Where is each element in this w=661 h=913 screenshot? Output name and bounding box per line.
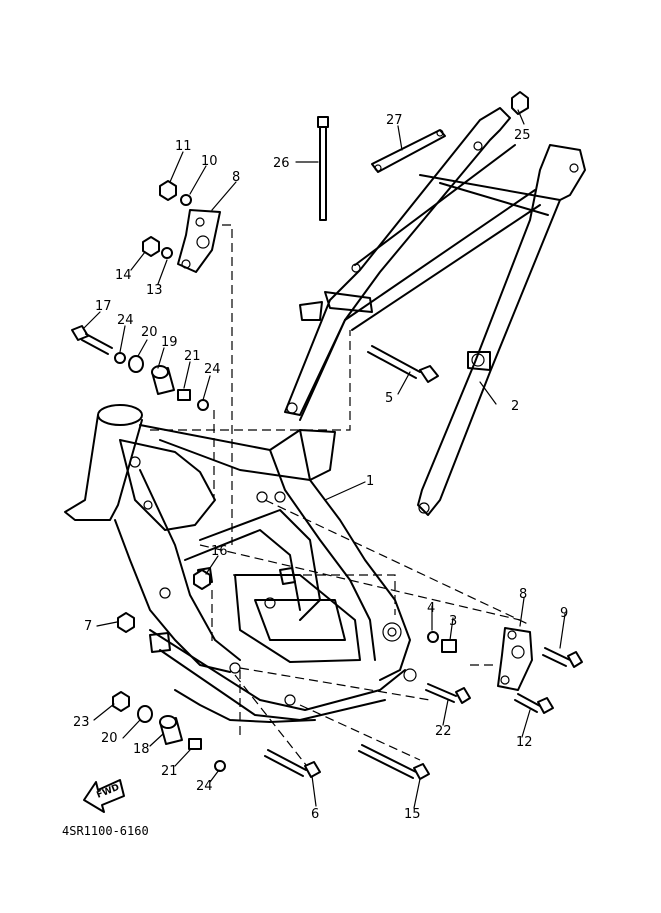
callout-8-upper: 8 [232, 170, 240, 185]
part-25-cap [511, 91, 529, 115]
callout-17: 17 [95, 299, 112, 314]
part-22-bolt [425, 683, 471, 704]
callout-9: 9 [560, 606, 568, 621]
callout-3: 3 [449, 614, 457, 629]
part-24-washer-a [114, 352, 126, 364]
part-4-washer [427, 631, 439, 643]
part-20-spacer-b [137, 705, 153, 723]
callout-24-a: 24 [117, 313, 134, 328]
callout-15: 15 [404, 807, 421, 822]
callout-19: 19 [161, 335, 178, 350]
assembly-lines [150, 224, 531, 771]
part-5-bolt [367, 345, 439, 383]
part-labels: 1 2 3 4 5 6 7 8 8 9 10 11 12 13 14 15 16… [73, 113, 568, 822]
part-7-nut [117, 612, 135, 633]
callout-1: 1 [366, 474, 374, 489]
callout-24-c: 24 [196, 779, 213, 794]
rear-subframe [284, 107, 586, 516]
engine-bracket-upper [177, 209, 221, 273]
callout-14: 14 [115, 268, 132, 283]
part-19-bushing [151, 365, 175, 395]
callout-20-upper: 20 [141, 325, 158, 340]
callout-7: 7 [84, 619, 92, 634]
fwd-arrow-icon: FWD [83, 779, 125, 813]
callout-21-upper: 21 [184, 349, 201, 364]
part-13-washer [161, 247, 173, 259]
diagram-code: 4SR1100-6160 [62, 824, 149, 838]
part-23-nut [112, 691, 130, 712]
part-17-bolt [71, 325, 113, 355]
part-3-bolt [441, 639, 457, 653]
part-27-bracket [371, 129, 446, 173]
part-15-bolt [358, 744, 430, 780]
part-26-cable-tie [317, 116, 329, 221]
callout-22: 22 [435, 724, 452, 739]
callout-4: 4 [427, 601, 435, 616]
part-24-washer-c [214, 760, 226, 772]
main-frame [64, 404, 417, 723]
callout-18: 18 [133, 742, 150, 757]
part-21-collar-b [188, 738, 202, 750]
callout-27: 27 [386, 113, 403, 128]
callout-11: 11 [175, 139, 192, 154]
leader-lines [83, 109, 566, 809]
engine-bracket-lower [497, 627, 533, 691]
part-18-bushing [159, 715, 183, 745]
part-24-washer-b [197, 399, 209, 411]
callout-6: 6 [311, 807, 319, 822]
part-6-bolt [264, 749, 321, 778]
callout-25: 25 [514, 128, 531, 143]
callout-21-lower: 21 [161, 764, 178, 779]
callout-24-b: 24 [204, 362, 221, 377]
part-10-washer [180, 194, 192, 206]
callout-12: 12 [516, 735, 533, 750]
callout-20-lower: 20 [101, 731, 118, 746]
callout-8-lower: 8 [519, 587, 527, 602]
part-12-bolt [514, 693, 554, 714]
callout-16: 16 [211, 544, 228, 559]
part-11-nut [159, 180, 177, 201]
callout-10: 10 [201, 154, 218, 169]
callout-5: 5 [385, 391, 393, 406]
part-21-collar-a [177, 389, 191, 401]
part-16-nut [193, 569, 211, 590]
part-20-spacer-a [128, 355, 144, 373]
callout-13: 13 [146, 283, 163, 298]
callout-26: 26 [273, 156, 290, 171]
part-14-nut [142, 236, 160, 257]
callout-2: 2 [511, 399, 519, 414]
callout-23: 23 [73, 715, 90, 730]
part-9-bolt [542, 647, 583, 668]
